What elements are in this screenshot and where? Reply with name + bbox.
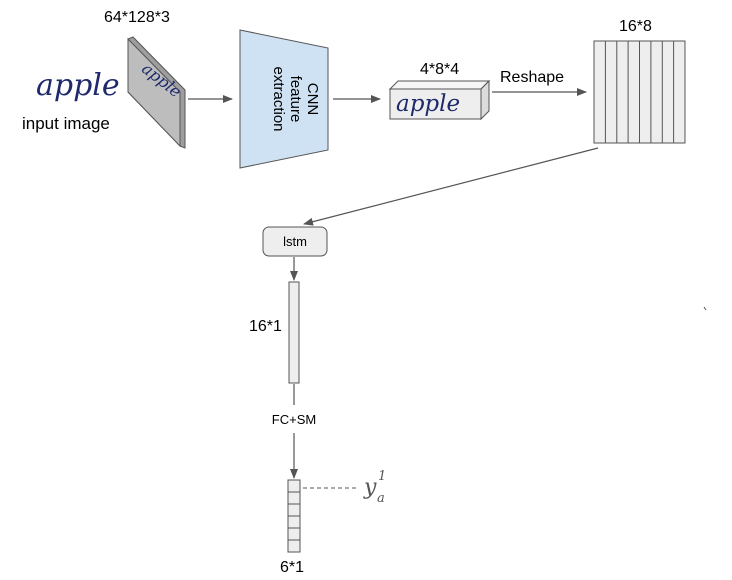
cnn-label-line3: extraction xyxy=(270,66,287,131)
lstm-block: lstm xyxy=(262,226,328,257)
input-word: apple xyxy=(36,68,120,103)
arrow-grid-to-lstm xyxy=(303,147,599,226)
lstm-label: lstm xyxy=(283,234,307,249)
input-dims-label: 64*128*3 xyxy=(104,9,170,26)
cnn-block: CNN feature extraction xyxy=(239,29,329,169)
input-tensor: 64*128*3 apple xyxy=(104,9,186,149)
lstm-box xyxy=(262,226,328,257)
stray-mark xyxy=(703,306,707,311)
reshape-dims: 16*8 xyxy=(619,18,652,35)
output-symbol: y a 1 xyxy=(363,469,386,506)
output-symbol-subscript: a xyxy=(377,491,385,506)
input-caption: input image xyxy=(22,114,110,133)
cnn-trapezoid xyxy=(239,29,329,169)
cnn-label-line2: feature xyxy=(287,76,304,123)
output-symbol-superscript: 1 xyxy=(378,469,386,484)
lstm-output-dims: 16*1 xyxy=(249,318,282,335)
fc-label: FC+SM xyxy=(272,412,316,427)
output-cells xyxy=(288,491,300,541)
output-dims: 6*1 xyxy=(280,559,304,576)
cnn-label-line1: CNN xyxy=(304,83,321,116)
reshape-grid: 16*8 xyxy=(593,18,686,144)
feature-map-word: apple xyxy=(396,91,460,117)
input-slab xyxy=(127,37,181,148)
lstm-output-bar xyxy=(288,281,300,384)
feature-map: 4*8*4 apple xyxy=(388,61,491,121)
lstm-output-vector: 16*1 xyxy=(249,281,300,384)
feature-map-dims: 4*8*4 xyxy=(420,61,459,78)
reshape-label: Reshape xyxy=(500,69,564,86)
feature-map-box xyxy=(389,88,482,120)
input-image: apple input image xyxy=(22,68,120,133)
output-symbol-base: y xyxy=(363,475,377,500)
reshape-grid-columns xyxy=(604,41,675,143)
output-vector: 6*1 xyxy=(280,479,304,576)
